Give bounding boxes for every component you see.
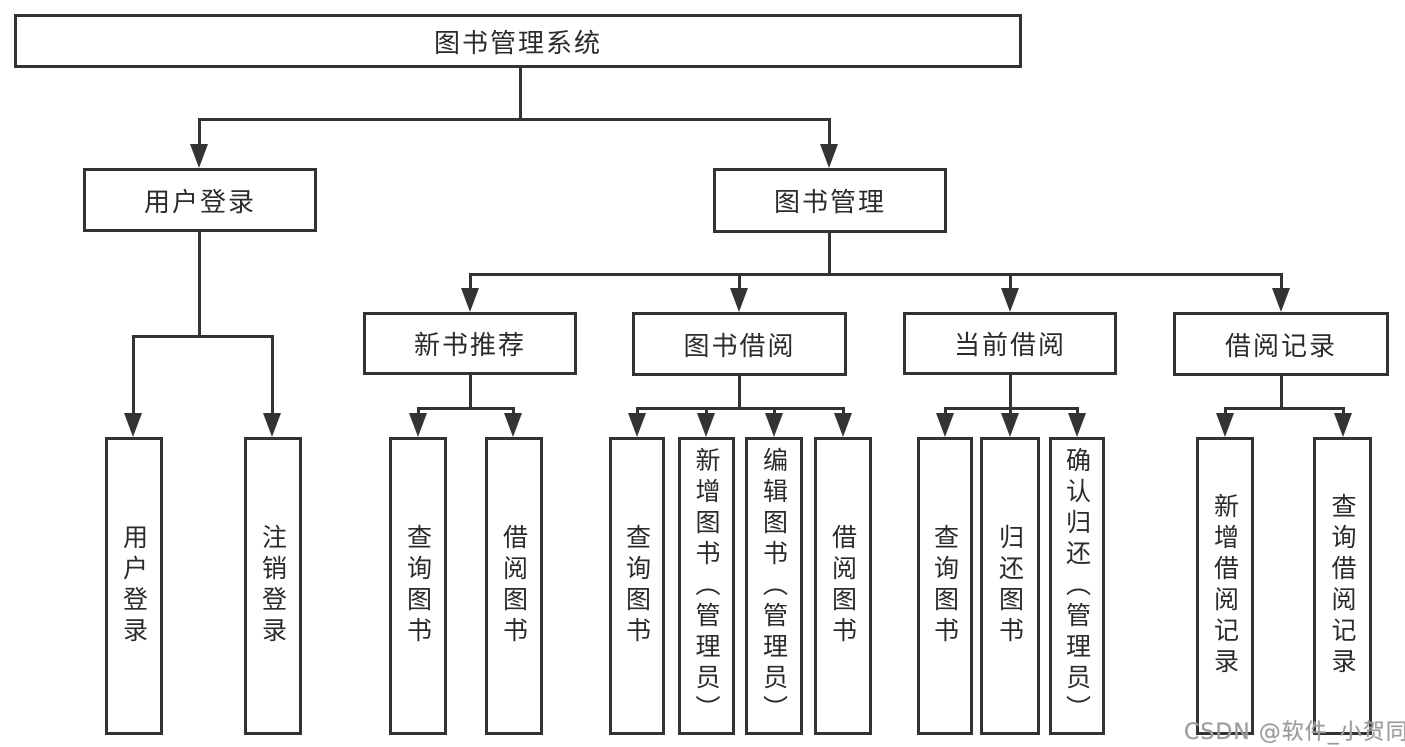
node-book-management: 图书管理 bbox=[713, 168, 947, 233]
connector-stem bbox=[1009, 407, 1012, 415]
node-current-borrow: 当前借阅 bbox=[903, 312, 1117, 375]
connector-user-login-trunk bbox=[198, 232, 201, 335]
down-arrow-icon bbox=[1068, 413, 1086, 437]
connector-borrow-records-rail bbox=[1224, 407, 1345, 410]
down-arrow-icon bbox=[1001, 413, 1019, 437]
connector-stem bbox=[842, 407, 845, 415]
leaf-br-add-record: 新增借阅记录 bbox=[1196, 437, 1254, 735]
down-arrow-icon bbox=[697, 413, 715, 437]
connector-stem-leaf-user-login bbox=[132, 335, 135, 413]
down-arrow-icon bbox=[820, 144, 838, 168]
connector-level3-rail bbox=[469, 273, 1283, 276]
leaf-br-query-record: 查询借阅记录 bbox=[1313, 437, 1372, 735]
down-arrow-icon bbox=[409, 413, 427, 437]
down-arrow-icon bbox=[190, 144, 208, 168]
connector-book-management-trunk bbox=[828, 233, 831, 273]
leaf-nbr-borrow-books: 借阅图书 bbox=[485, 437, 543, 735]
node-new-book-recommend: 新书推荐 bbox=[363, 312, 577, 375]
connector-stem bbox=[512, 407, 515, 415]
connector-stem-borrow-records bbox=[1280, 273, 1283, 290]
connector-stem-leaf-logout bbox=[271, 335, 274, 413]
down-arrow-icon bbox=[936, 413, 954, 437]
leaf-bb-query-books: 查询图书 bbox=[609, 437, 665, 735]
connector-stem-book-management bbox=[828, 118, 831, 146]
connector-borrow-records-trunk bbox=[1280, 376, 1283, 407]
connector-book-borrow-rail bbox=[636, 407, 845, 410]
node-book-borrow: 图书借阅 bbox=[632, 312, 847, 376]
down-arrow-icon bbox=[1272, 288, 1290, 312]
connector-stem bbox=[773, 407, 776, 415]
connector-current-borrow-trunk bbox=[1009, 375, 1012, 407]
leaf-bb-borrow-books: 借阅图书 bbox=[814, 437, 872, 735]
down-arrow-icon bbox=[628, 413, 646, 437]
leaf-bb-add-books-admin: 新增图书（管理员） bbox=[678, 437, 735, 735]
connector-stem-user-login bbox=[198, 118, 201, 146]
connector-user-login-rail bbox=[132, 335, 274, 338]
down-arrow-icon bbox=[461, 288, 479, 312]
down-arrow-icon bbox=[1216, 413, 1234, 437]
leaf-cb-confirm-return-admin: 确认归还（管理员） bbox=[1049, 437, 1105, 735]
node-borrow-records: 借阅记录 bbox=[1173, 312, 1389, 376]
leaf-nbr-query-books: 查询图书 bbox=[389, 437, 447, 735]
down-arrow-icon bbox=[834, 413, 852, 437]
connector-new-book-rail bbox=[417, 407, 515, 410]
down-arrow-icon bbox=[1001, 288, 1019, 312]
connector-root-trunk bbox=[519, 68, 522, 118]
connector-stem-current-borrow bbox=[1009, 273, 1012, 290]
watermark: CSDN @软件_小贺同学 bbox=[1184, 720, 1405, 745]
down-arrow-icon bbox=[263, 413, 281, 437]
connector-stem-new-book bbox=[469, 273, 472, 290]
connector-stem bbox=[1224, 407, 1227, 415]
connector-book-borrow-trunk bbox=[738, 376, 741, 407]
leaf-logout: 注销登录 bbox=[244, 437, 302, 735]
connector-stem-book-borrow bbox=[738, 273, 741, 290]
down-arrow-icon bbox=[765, 413, 783, 437]
connector-new-book-trunk bbox=[469, 375, 472, 407]
down-arrow-icon bbox=[730, 288, 748, 312]
node-library-management-system: 图书管理系统 bbox=[14, 14, 1022, 68]
down-arrow-icon bbox=[504, 413, 522, 437]
connector-stem bbox=[636, 407, 639, 415]
connector-stem bbox=[944, 407, 947, 415]
leaf-cb-query-books: 查询图书 bbox=[917, 437, 973, 735]
connector-stem bbox=[705, 407, 708, 415]
leaf-bb-edit-books-admin: 编辑图书（管理员） bbox=[745, 437, 803, 735]
connector-stem bbox=[1076, 407, 1079, 415]
node-user-login: 用户登录 bbox=[83, 168, 317, 232]
connector-stem bbox=[417, 407, 420, 415]
connector-level2-rail bbox=[198, 118, 831, 121]
down-arrow-icon bbox=[1334, 413, 1352, 437]
leaf-cb-return-books: 归还图书 bbox=[980, 437, 1040, 735]
leaf-user-login: 用户登录 bbox=[105, 437, 163, 735]
down-arrow-icon bbox=[124, 413, 142, 437]
connector-stem bbox=[1342, 407, 1345, 415]
